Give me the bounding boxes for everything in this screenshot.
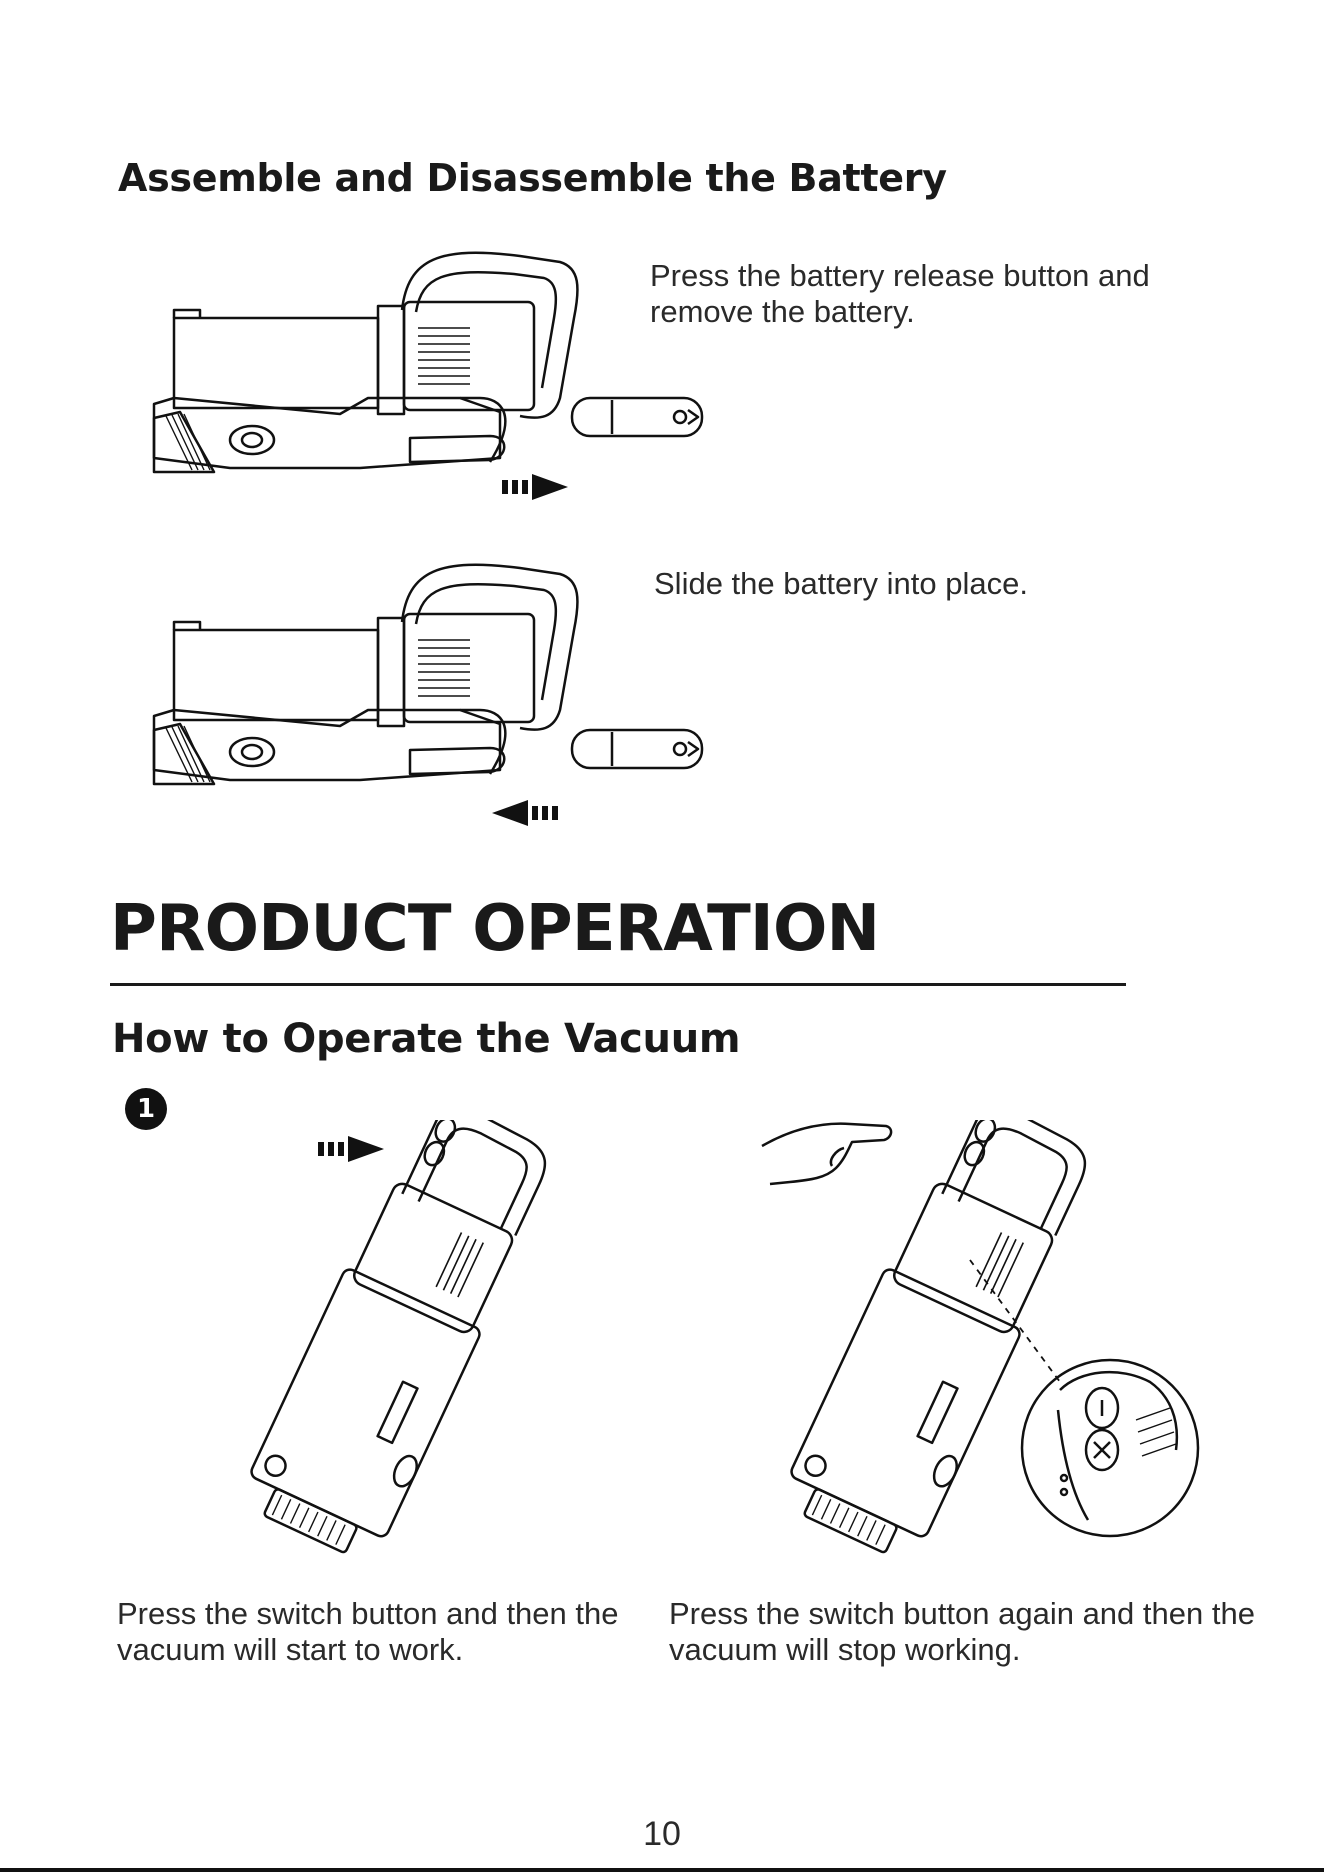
vacuum-start-instruction: Press the switch button and then the vac… [117, 1596, 619, 1667]
vacuum-stop-instruction: Press the switch button again and then t… [669, 1596, 1255, 1667]
battery-insert-instruction: Slide the battery into place. [654, 566, 1028, 601]
vacuum-start-illustration [250, 1120, 547, 1554]
battery-insertion-illustration [152, 563, 704, 826]
chapter-divider [110, 983, 1126, 986]
section-title-operate: How to Operate the Vacuum [112, 1016, 741, 1062]
chapter-title: PRODUCT OPERATION [110, 892, 880, 966]
battery-remove-instruction: Press the battery release button and rem… [650, 258, 1150, 329]
vacuum-stop-illustration [761, 1120, 1200, 1554]
battery-removal-illustration [152, 251, 704, 500]
page-number: 10 [643, 1815, 681, 1853]
page-bottom-border [0, 1868, 1324, 1872]
section-title-battery: Assemble and Disassemble the Battery [118, 156, 947, 200]
step-number-badge: 1 [125, 1088, 167, 1130]
